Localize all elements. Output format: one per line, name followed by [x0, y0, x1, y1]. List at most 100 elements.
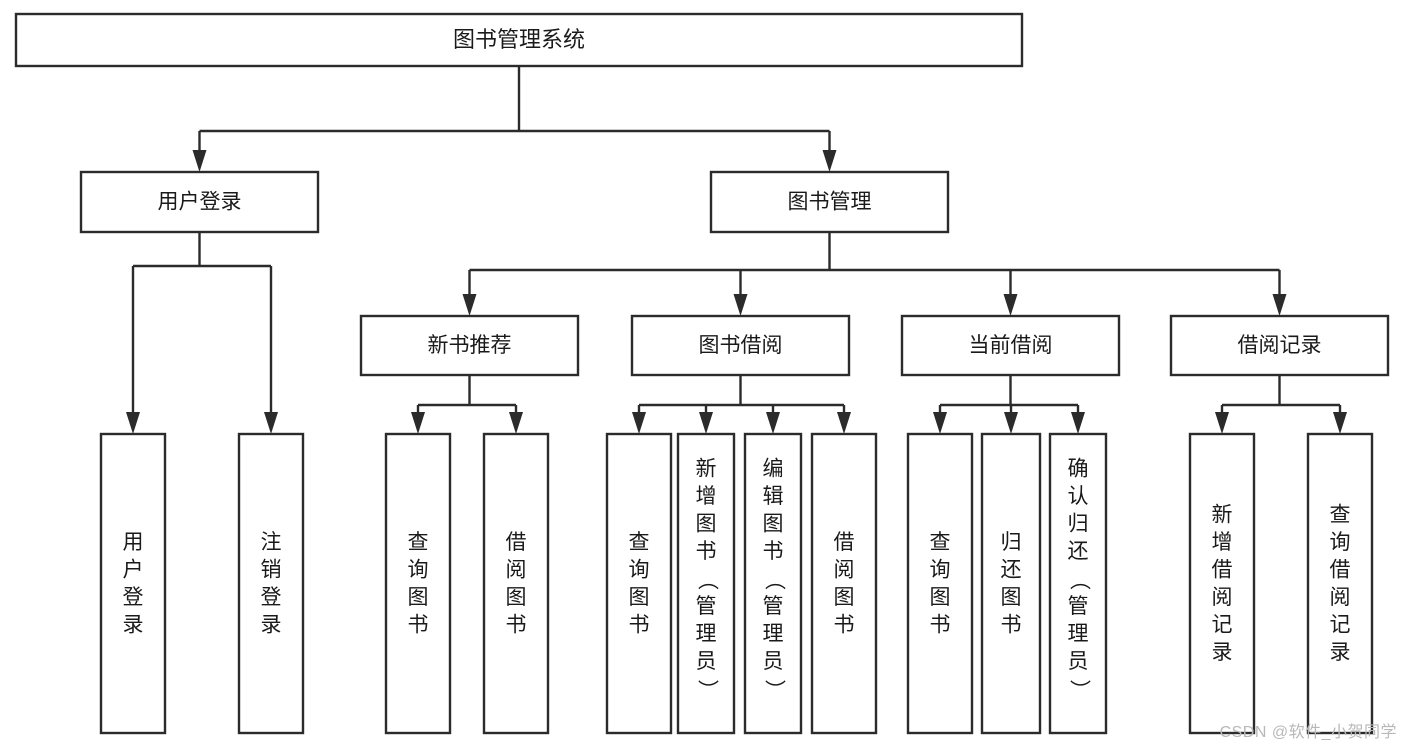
node-label-char: 询	[629, 558, 650, 581]
node-label-char: 录	[1330, 641, 1351, 664]
node-box-new-book-recommend[interactable]	[359, 314, 580, 377]
node-label-char: 归	[1068, 512, 1089, 535]
node-label-char: 管	[763, 595, 784, 618]
node-label-char: 员	[1068, 650, 1089, 673]
arrow-head-icon	[733, 294, 748, 316]
node-box-borrow-add-book[interactable]	[676, 432, 736, 735]
node-box-current-borrow[interactable]	[900, 314, 1121, 377]
node-label-char: 询	[1330, 531, 1351, 554]
node-label-book-borrow: 图书借阅	[699, 334, 783, 357]
arrow-head-icon	[632, 412, 646, 434]
node-label-char: 编	[763, 457, 784, 480]
node-label-char: （	[695, 569, 718, 590]
node-label-char: 借	[1330, 558, 1351, 581]
node-label-char: 查	[1330, 503, 1351, 526]
node-box-book-management[interactable]	[709, 170, 950, 234]
node-label-new-book-recommend: 新书推荐	[428, 334, 512, 357]
node-label-user-login: 用户登录	[158, 191, 242, 214]
node-box-user-login[interactable]	[79, 170, 320, 234]
node-user-login-action[interactable]: 用户登录	[99, 432, 167, 735]
node-box-current-return-book[interactable]	[980, 432, 1042, 735]
node-label-char: 登	[261, 586, 282, 609]
node-label-char: 录	[261, 613, 282, 636]
node-label-char: 询	[408, 558, 429, 581]
node-label-char: 阅	[1212, 586, 1233, 609]
node-label-char: 阅	[1330, 586, 1351, 609]
node-label-char: 图	[629, 586, 650, 609]
node-label-char: 理	[1068, 622, 1089, 645]
node-box-root[interactable]	[14, 12, 1024, 68]
node-label-char: 书	[930, 613, 951, 636]
node-book-management[interactable]: 图书管理	[709, 170, 950, 234]
arrow-head-icon	[509, 412, 523, 434]
node-label-char: 确	[1068, 457, 1089, 480]
node-new-book-recommend[interactable]: 新书推荐	[359, 314, 580, 377]
arrow-head-icon	[822, 150, 837, 172]
node-box-record-query[interactable]	[1306, 432, 1374, 735]
node-box-current-confirm-return[interactable]	[1048, 432, 1108, 735]
node-box-borrow-record[interactable]	[1169, 314, 1390, 377]
node-label-borrow-record: 借阅记录	[1238, 334, 1322, 357]
node-book-borrow[interactable]: 图书借阅	[630, 314, 851, 377]
arrow-head-icon	[837, 412, 851, 434]
node-box-recommend-query-book[interactable]	[384, 432, 452, 735]
node-box-user-logout-action[interactable]	[237, 432, 305, 735]
node-label-char: 查	[629, 531, 650, 554]
node-label-char: 查	[408, 531, 429, 554]
node-label-char: 书	[1001, 613, 1022, 636]
node-box-borrow-query-book[interactable]	[605, 432, 673, 735]
node-borrow-record[interactable]: 借阅记录	[1169, 314, 1390, 377]
node-box-borrow-borrow-book[interactable]	[810, 432, 878, 735]
node-root[interactable]: 图书管理系统	[14, 12, 1024, 68]
node-box-book-borrow[interactable]	[630, 314, 851, 377]
node-label-char: 图	[763, 512, 784, 535]
arrow-head-icon	[766, 412, 780, 434]
node-label-char: 注	[261, 531, 282, 554]
node-label-char: 增	[1212, 531, 1233, 554]
arrow-head-icon	[462, 294, 477, 316]
node-label-char: 员	[696, 650, 717, 673]
node-label-char: ）	[762, 679, 785, 700]
node-box-record-add[interactable]	[1188, 432, 1256, 735]
node-label-char: 阅	[834, 558, 855, 581]
node-label-char: 归	[1001, 531, 1022, 554]
node-current-borrow[interactable]: 当前借阅	[900, 314, 1121, 377]
node-label-char: 增	[696, 485, 717, 508]
node-box-current-query-book[interactable]	[906, 432, 974, 735]
node-box-recommend-borrow-book[interactable]	[482, 432, 550, 735]
node-label-char: （	[762, 569, 785, 590]
node-label-char: 用	[123, 531, 144, 554]
node-label-char: 还	[1001, 558, 1022, 581]
node-label-char: 图	[408, 586, 429, 609]
arrow-head-icon	[1215, 412, 1229, 434]
node-user-login[interactable]: 用户登录	[79, 170, 320, 234]
arrow-head-icon	[1003, 294, 1018, 316]
node-label-char: 管	[696, 595, 717, 618]
node-label-char: 新	[1212, 503, 1233, 526]
node-label-current-borrow: 当前借阅	[969, 334, 1053, 357]
node-label-char: 借	[1212, 558, 1233, 581]
node-label-char: 录	[1212, 641, 1233, 664]
node-label-char: 户	[123, 558, 144, 581]
node-box-user-login-action[interactable]	[99, 432, 167, 735]
node-label-char: 辑	[763, 485, 784, 508]
connectors-layer	[126, 66, 1347, 434]
node-box-borrow-edit-book[interactable]	[743, 432, 803, 735]
node-label-char: 书	[763, 540, 784, 563]
node-label-char: 书	[629, 613, 650, 636]
node-label-char: 新	[696, 457, 717, 480]
node-label-char: （	[1067, 569, 1090, 590]
